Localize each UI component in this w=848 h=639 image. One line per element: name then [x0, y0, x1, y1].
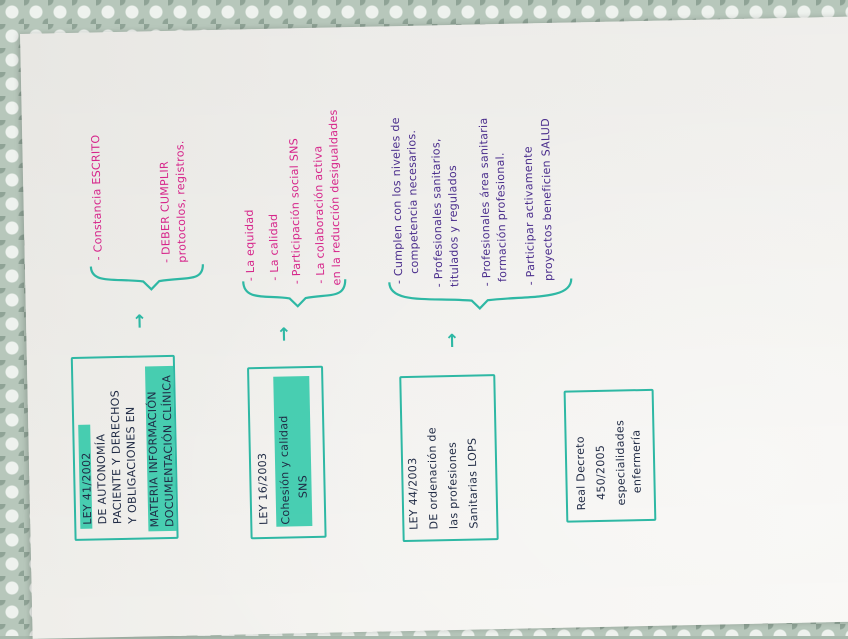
outcome-item: titulados y regulados: [447, 165, 461, 287]
outcome-item: - La calidad: [268, 214, 280, 281]
outcome-item: en la reducción desigualdades: [328, 109, 343, 285]
outcome-item: - Constancia ESCRITO: [90, 134, 104, 260]
arrow-icon: ↑: [132, 311, 148, 332]
law-line: Cohesión y calidad: [278, 415, 291, 524]
outcome-item: - La colaboración activa: [312, 145, 326, 283]
law-title: LEY 16/2003: [257, 453, 270, 526]
law-line: MATERIA INFORMACIÓN: [147, 391, 161, 527]
outcome-item: - Cumplen con los niveles de: [390, 117, 404, 284]
law-line: PACIENTE Y DERECHOS: [109, 390, 123, 524]
law-title: LEY 44/2003: [407, 457, 420, 530]
law-line: Y OBLIGACIONES EN: [125, 406, 138, 523]
law-line: Sanitarias LOPS: [467, 438, 480, 529]
brace-icon: [87, 262, 208, 295]
outcome-item: competencia necesarios.: [406, 130, 420, 274]
arrow-icon: ↑: [444, 331, 460, 352]
law-line: DE ordenación de: [426, 427, 439, 530]
law-line: las profesiones: [447, 442, 460, 529]
law-line: DOCUMENTACIÓN CLÍNICA: [161, 375, 175, 527]
outcome-item: formación profesional.: [495, 152, 509, 282]
law-title: Real Decreto: [575, 436, 588, 510]
outcome-item: - La equidad: [244, 209, 257, 281]
law-line: SNS: [297, 475, 308, 498]
law-line: especialidades: [614, 420, 627, 506]
outcome-item: - Profesionales área sanitaria: [478, 117, 493, 286]
law-title: LEY 41/2002: [81, 452, 94, 525]
outcome-item: - Profesionales sanitarios,: [430, 138, 444, 287]
outcome-item: protocolos, registros.: [174, 140, 188, 263]
arrow-icon: ↑: [276, 324, 292, 345]
law-line: enfermería: [630, 430, 642, 494]
outcome-item: - Participación social SNS: [288, 138, 302, 284]
outcome-item: - Participar activamente: [522, 146, 536, 285]
law-line: 450/2005: [595, 445, 607, 500]
paper-sheet: LEY 41/2002 DE AUTONOMÍA PACIENTE Y DERE…: [20, 16, 848, 638]
outcome-item: - DEBER CUMPLIR: [159, 161, 172, 263]
outcome-item: proyectos beneficien SALUD: [540, 118, 554, 281]
law-line: DE AUTONOMÍA: [95, 434, 108, 525]
